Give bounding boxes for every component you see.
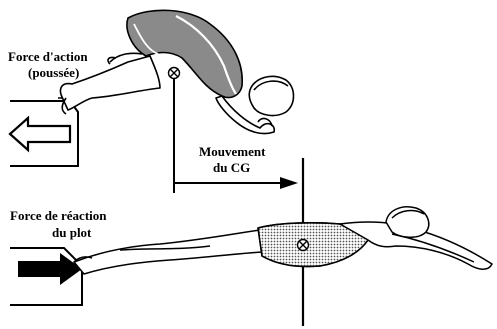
force-action-label: Force d'action [8, 49, 88, 64]
gliding-swimmer [74, 207, 492, 274]
force-reaction-sublabel: du plot [52, 225, 91, 240]
circled-x-icon [298, 240, 309, 251]
hollow-left-arrow-icon [10, 118, 70, 150]
movement-label: Mouvement [199, 144, 265, 159]
force-action-sublabel: (poussée) [28, 65, 79, 80]
movement-sublabel: du CG [213, 160, 250, 175]
force-reaction-label: Force de réaction [10, 208, 107, 223]
circled-x-icon [169, 68, 180, 79]
